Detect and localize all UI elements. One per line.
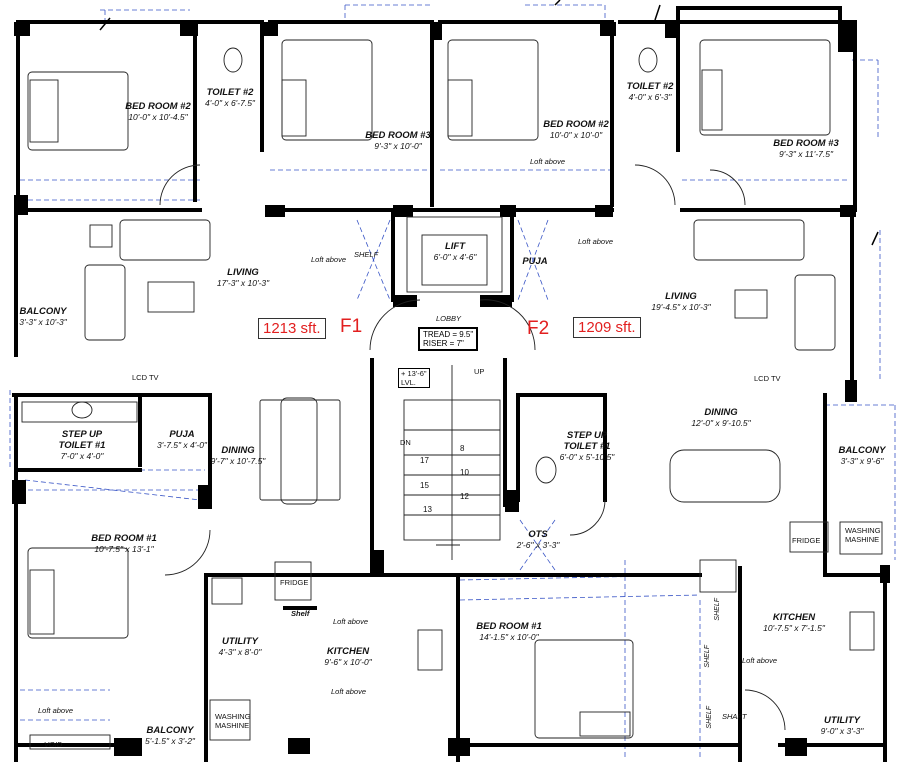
flat-f2-name: F2 — [527, 318, 550, 339]
step-number: 15 — [420, 481, 429, 490]
stair-spec-box: TREAD = 9.5" RISER = 7" — [418, 327, 479, 352]
columns — [12, 20, 890, 756]
furniture — [21, 39, 883, 750]
shelf-note: SHELF — [704, 645, 711, 668]
loft-above-note: Loft above — [578, 237, 614, 246]
flat-f1-name: F1 — [340, 316, 363, 337]
shelf-note: SHELF — [706, 706, 713, 729]
void-label: VOID — [44, 740, 63, 749]
shelf-note: SHELF — [354, 250, 379, 259]
step-number: 10 — [460, 468, 469, 477]
riser-text: RISER = 7" — [423, 339, 464, 349]
shelf-note: SHELF — [714, 598, 721, 621]
step-number: 13 — [423, 505, 432, 514]
loft-above-note: Loft above — [331, 687, 367, 696]
flat-f1-area: 1213 sft. — [258, 318, 326, 339]
step-number: 8 — [460, 444, 465, 453]
loft-above-note: Loft above — [38, 706, 74, 715]
fridge-label: FRIDGE — [792, 536, 821, 545]
washing-machine-label: WASHING MASHINE — [215, 712, 251, 730]
loft-above-note: Loft above — [742, 656, 778, 665]
loft-above-note: Loft above — [333, 617, 369, 626]
stair-up-label: UP — [474, 367, 485, 376]
loft-above-note: Loft above — [530, 157, 566, 166]
stair-down-label: DN — [400, 438, 411, 447]
fridge-label: FRIDGE — [280, 578, 309, 587]
loft-above-note: Loft above — [311, 255, 347, 264]
shelf-note: Shelf — [291, 609, 310, 618]
step-number: 17 — [420, 456, 429, 465]
lcd-tv-label: LCD TV — [754, 374, 781, 383]
step-number: 12 — [460, 492, 469, 501]
washing-machine-label: WASHING MASHINE — [845, 526, 881, 544]
tread-text: TREAD = 9.5" — [423, 330, 474, 339]
flat-f2-area: 1209 sft. — [573, 317, 641, 338]
markers — [99, 0, 879, 246]
room-puja-right: PUJA — [522, 256, 548, 267]
shaft-label: SHAFT — [722, 712, 747, 721]
level-marker: + 13'-6" LVL. — [398, 368, 430, 388]
lcd-tv-label: LCD TV — [132, 373, 159, 382]
lobby-label: LOBBY — [436, 314, 462, 323]
